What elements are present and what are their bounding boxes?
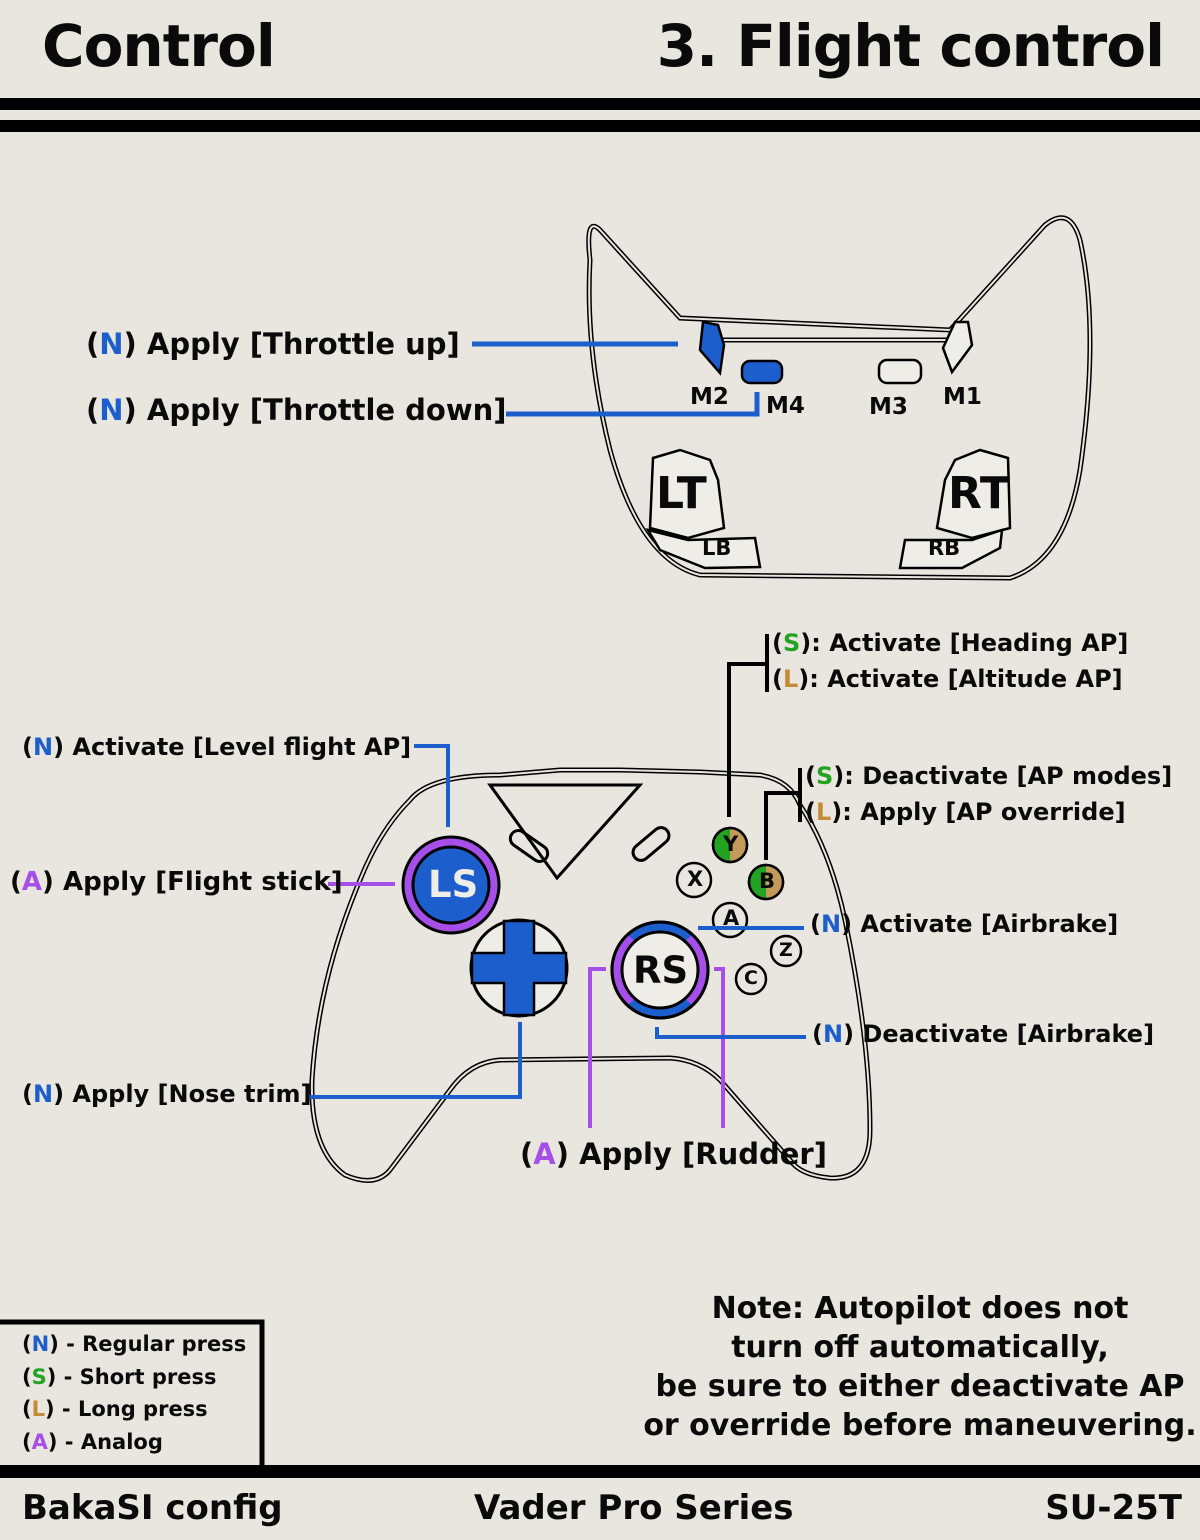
action-text: Apply [Flight stick] <box>62 867 343 897</box>
footer-controller: Vader Pro Series <box>474 1488 794 1528</box>
altitude-ap-mapping: (L): Activate [Altitude AP] <box>772 665 1123 693</box>
nose-trim-mapping: (N) Apply [Nose trim] <box>22 1080 312 1108</box>
m2-button <box>698 320 726 376</box>
b-label: B <box>759 869 776 893</box>
rb-button <box>898 528 1004 570</box>
mode-key: L <box>782 665 799 693</box>
z-label: Z <box>779 939 793 961</box>
flight-stick-mapping: (A) Apply [Flight stick] <box>10 867 343 897</box>
lb-label: LB <box>702 536 732 560</box>
m2-label: M2 <box>690 384 729 410</box>
page-title-left: Control <box>42 12 276 80</box>
mode-key: N <box>822 1020 844 1048</box>
lb-button <box>645 528 762 570</box>
action-text: Apply [Nose trim] <box>72 1080 312 1108</box>
z-button <box>769 934 803 968</box>
action-text: Activate [Altitude AP] <box>827 665 1123 693</box>
ls-stick <box>411 845 491 925</box>
action-text: Deactivate [AP modes] <box>862 762 1173 790</box>
mode-key: N <box>99 393 124 427</box>
legend-border <box>0 1319 265 1466</box>
lt-button <box>648 448 726 540</box>
deactivate-ap-mapping: (S): Deactivate [AP modes] <box>805 762 1173 790</box>
x-label: X <box>687 867 704 891</box>
header-divider-top <box>0 98 1200 110</box>
heading-ap-mapping: (S): Activate [Heading AP] <box>772 629 1129 657</box>
rudder-mapping: (A) Apply [Rudder] <box>520 1137 827 1171</box>
footer-divider <box>0 1465 1200 1478</box>
action-text: Apply [AP override] <box>860 798 1126 826</box>
rs-stick <box>620 930 700 1010</box>
legend-item-analog: (A) - Analog <box>22 1430 163 1454</box>
m1-label: M1 <box>943 384 982 410</box>
legend-item-regular: (N) - Regular press <box>22 1332 247 1356</box>
legend-item-short: (S) - Short press <box>22 1365 217 1389</box>
airbrake-on-mapping: (N) Activate [Airbrake] <box>810 910 1119 938</box>
action-text: Apply [Throttle up] <box>146 327 460 361</box>
menu-button <box>631 826 671 862</box>
mode-key: S <box>782 629 801 657</box>
c-button <box>734 962 768 996</box>
y-bracket-leader <box>727 662 765 817</box>
mode-key: S <box>815 762 834 790</box>
level-flight-mapping: (N) Activate [Level flight AP] <box>22 733 412 761</box>
mode-key: A <box>533 1137 556 1171</box>
airbrake-off-mapping: (N) Deactivate [Airbrake] <box>812 1020 1155 1048</box>
m3-label: M3 <box>869 394 908 420</box>
m4-label: M4 <box>766 393 805 419</box>
rudder-leader-left <box>588 967 606 1128</box>
top-controller-outline <box>586 215 1093 581</box>
mode-key: N <box>820 910 842 938</box>
view-button <box>508 829 550 863</box>
header-divider-bottom <box>0 120 1200 132</box>
ap-override-mapping: (L): Apply [AP override] <box>805 798 1126 826</box>
action-text: Activate [Level flight AP] <box>72 733 412 761</box>
action-text: Activate [Heading AP] <box>829 629 1129 657</box>
mode-key: A <box>21 867 43 897</box>
rt-label: RT <box>948 468 1010 519</box>
a-label: A <box>723 906 740 930</box>
action-text: Apply [Throttle down] <box>146 393 507 427</box>
mode-key: L <box>815 798 832 826</box>
m3-button <box>877 358 923 385</box>
ls-label: LS <box>428 863 479 906</box>
throttle-up-mapping: (N) Apply [Throttle up] <box>86 327 460 361</box>
airbrake-off-leader <box>655 1027 806 1039</box>
page-title-right: 3. Flight control <box>656 12 1165 80</box>
mode-key: N <box>99 327 124 361</box>
rs-label: RS <box>633 949 689 992</box>
legend-item-long: (L) - Long press <box>22 1397 208 1421</box>
nose-trim-leader <box>306 1022 522 1099</box>
action-text: Activate [Airbrake] <box>860 910 1119 938</box>
mode-key: N <box>32 1080 54 1108</box>
c-label: C <box>744 967 758 989</box>
y-label: Y <box>723 832 739 856</box>
a-button <box>711 901 749 939</box>
action-text: Deactivate [Airbrake] <box>862 1020 1155 1048</box>
throttle-down-leader <box>506 392 760 417</box>
action-text: Apply [Rudder] <box>579 1137 827 1171</box>
rudder-leader-right <box>714 967 725 1128</box>
rb-label: RB <box>928 536 961 560</box>
m1-button <box>941 320 974 375</box>
throttle-down-mapping: (N) Apply [Throttle down] <box>86 393 507 427</box>
b-bracket-leader <box>764 791 798 860</box>
autopilot-note: Note: Autopilot does not turn off automa… <box>643 1291 1197 1443</box>
level-flight-leader <box>414 744 450 827</box>
dpad <box>469 918 569 1018</box>
x-button <box>675 861 713 899</box>
lt-label: LT <box>656 468 707 519</box>
m4-button <box>740 359 784 385</box>
footer-aircraft: SU-25T <box>1045 1488 1182 1528</box>
rt-button <box>935 448 1012 540</box>
mode-key: N <box>32 733 54 761</box>
footer-config: BakaSI config <box>22 1488 283 1528</box>
